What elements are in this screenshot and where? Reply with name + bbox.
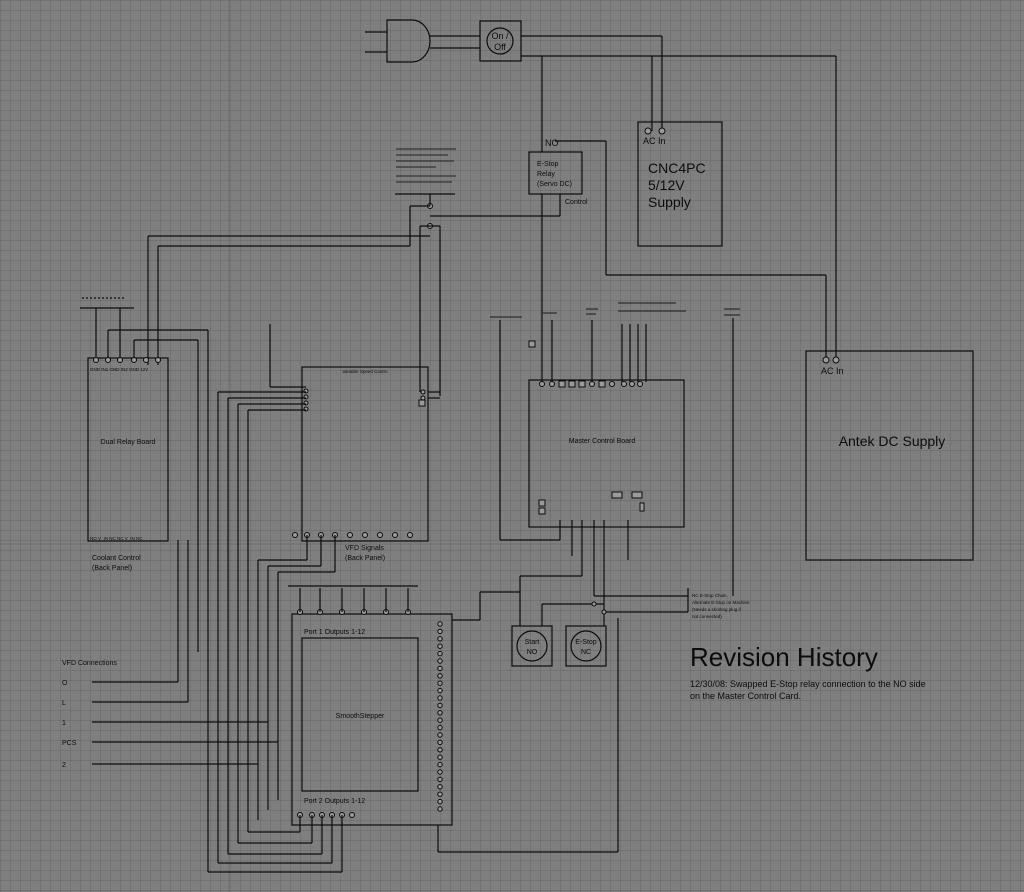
header-pin <box>437 702 443 709</box>
vfd-label-pcs: PCS <box>62 740 77 747</box>
header-pin <box>437 636 443 642</box>
antek-title: Antek DC Supply <box>839 433 946 449</box>
header-pin <box>437 791 443 797</box>
smoothstepper-pins <box>437 621 443 812</box>
relay-caption-2: (Back Panel) <box>92 565 132 572</box>
estop-chain-line-1: NC E-Stop Chain, <box>692 593 728 598</box>
header-pin <box>437 687 443 694</box>
estop-relay-no-label: NO <box>545 138 559 148</box>
estop-chain-line-3: (Needs a shorting plug if <box>692 607 742 612</box>
revision-line-2: on the Master Control Card. <box>690 691 801 701</box>
relay-caption-1: Coolant Control <box>92 555 141 562</box>
header-pin <box>437 650 443 657</box>
header-pin <box>437 643 443 649</box>
header-pin <box>437 724 443 731</box>
port1-label: Port 1 Outputs 1-12 <box>304 629 365 636</box>
estop-button-label-1: E-Stop <box>575 639 597 646</box>
estop-chain-line-4: not connected) <box>692 614 722 619</box>
estop-button-label-2: NC <box>581 649 591 656</box>
relay-board-title: Dual Relay Board <box>101 439 156 446</box>
header-pin <box>437 695 443 701</box>
vfd-label-1: 1 <box>62 720 66 727</box>
start-button[interactable]: Start NO <box>511 625 553 667</box>
power-switch-label-1: On / <box>491 31 509 41</box>
start-button-label-2: NO <box>527 649 538 656</box>
master-board-title: Master Control Board <box>569 438 636 445</box>
vfd-caption-2: (Back Panel) <box>345 555 385 562</box>
vfd-connections-title: VFD Connections <box>62 660 117 667</box>
relay-top-terminals <box>93 357 161 363</box>
power-switch[interactable]: On / Off <box>479 20 522 62</box>
header-pin <box>437 658 443 664</box>
cnc4pc-line-3: Supply <box>648 194 691 210</box>
relay-bottom-pins: NO V_IN NC NC V_IN NC <box>90 536 143 541</box>
header-pin <box>437 665 443 672</box>
antek-supply: AC In Antek DC Supply <box>805 350 974 561</box>
header-pin <box>437 761 443 768</box>
estop-relay-line-2: Relay <box>537 171 555 178</box>
revision-line-1: 12/30/08: Swapped E-Stop relay connectio… <box>690 679 926 689</box>
estop-relay: NO E-Stop Relay (Servo DC) Control <box>528 138 588 206</box>
cnc4pc-ac-label: AC In <box>643 136 666 146</box>
header-pin <box>437 806 443 812</box>
cnc4pc-supply: AC In CNC4PC 5/12V Supply <box>637 121 723 247</box>
vfd-label-o: O <box>62 680 68 687</box>
master-control-board: Master Control Board <box>528 379 685 528</box>
vfd-board: Variable Speed Contro VFD Signals (Back … <box>292 366 429 562</box>
header-pin <box>437 798 443 805</box>
vfd-label-l: L <box>62 700 66 707</box>
estop-chain-line-2: Alternate E-Stop on Machine <box>692 600 750 605</box>
smoothstepper-board: SmoothStepper Port 1 Outputs 1-12 Port 2… <box>291 609 453 826</box>
estop-button[interactable]: E-Stop NC <box>565 625 607 667</box>
dual-relay-board: GND IN1 GND IN2 GND 12V Dual Relay Board… <box>87 357 169 572</box>
header-pin <box>437 776 443 783</box>
relay-top-pins: GND IN1 GND IN2 GND 12V <box>90 367 148 372</box>
header-pin <box>437 769 443 775</box>
vfd-caption-1: VFD Signals <box>345 545 384 552</box>
power-switch-label-2: Off <box>494 42 506 52</box>
header-pin <box>437 754 443 760</box>
antek-ac-label: AC In <box>821 366 844 376</box>
start-button-label-1: Start <box>525 639 540 646</box>
header-pin <box>437 739 443 746</box>
smoothstepper-title: SmoothStepper <box>336 713 385 720</box>
estop-chain-note: NC E-Stop Chain, Alternate E-Stop on Mac… <box>692 593 750 619</box>
master-header-notes <box>490 302 740 318</box>
vfd-connections: VFD Connections O L 1 PCS 2 <box>62 660 117 769</box>
estop-relay-line-1: E-Stop <box>537 161 559 168</box>
cnc4pc-line-1: CNC4PC <box>648 160 706 176</box>
header-pin <box>437 710 443 716</box>
vfd-label-2: 2 <box>62 762 66 769</box>
header-pin <box>437 673 443 679</box>
header-pin <box>437 621 443 627</box>
revision-title: Revision History <box>690 642 878 672</box>
port2-label: Port 2 Outputs 1-12 <box>304 798 365 805</box>
header-pin <box>437 628 443 635</box>
estop-relay-line-3: (Servo DC) <box>537 181 572 188</box>
header-pin <box>437 732 443 738</box>
header-pin <box>437 747 443 753</box>
revision-history: Revision History 12/30/08: Swapped E-Sto… <box>690 642 926 701</box>
relay-note-text <box>396 148 456 183</box>
header-pin <box>437 717 443 723</box>
estop-relay-control-label: Control <box>565 199 588 206</box>
header-pin <box>437 784 443 790</box>
ac-plug-icon <box>365 19 431 63</box>
cnc4pc-line-2: 5/12V <box>648 177 685 193</box>
header-pin <box>437 680 443 686</box>
vfd-board-title: Variable Speed Contro <box>342 369 388 374</box>
